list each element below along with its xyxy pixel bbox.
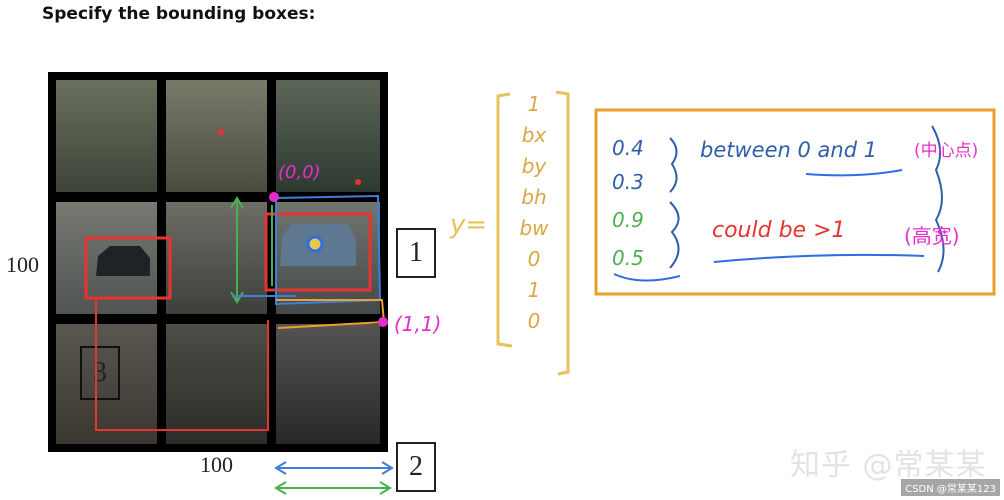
note-value-bw: 0.5 [612, 246, 644, 270]
grid-cell [56, 80, 157, 192]
y-vector-entry: 1 [527, 92, 541, 116]
grid-cell [276, 324, 380, 444]
y-vector: 1 bx by bh bw 0 1 0 [512, 92, 556, 340]
left-car [96, 246, 150, 276]
red-trace [95, 298, 269, 431]
note-could-cn: (高宽) [904, 224, 960, 248]
note-value-by: 0.3 [612, 170, 644, 194]
width-label: 100 [200, 452, 233, 477]
point-top-left [269, 192, 279, 202]
y-vector-entry: 1 [527, 278, 541, 302]
zhihu-watermark: 知乎 @常某某 [790, 448, 987, 483]
point-bottom-right [378, 317, 388, 327]
y-bracket-right [555, 90, 570, 376]
note-could: could be >1 [712, 218, 846, 243]
bottom-right-label: (1,1) [394, 312, 442, 336]
left-car-box [84, 236, 172, 300]
note-between: between 0 and 1 [700, 138, 878, 162]
box-label-2: 2 [396, 442, 436, 492]
grid-cell [166, 80, 267, 192]
y-vector-entry: 0 [527, 247, 541, 271]
y-vector-entry: 0 [527, 309, 541, 333]
notes-box [594, 108, 996, 296]
grid-cell [56, 324, 157, 444]
top-left-label: (0,0) [278, 162, 321, 183]
csdn-watermark: CSDN @常某某123 [901, 479, 1000, 496]
orange-outline [276, 299, 386, 329]
slide-title: Specify the bounding boxes: [42, 4, 316, 24]
grid-cell [166, 324, 267, 444]
center-point [306, 235, 324, 253]
height-label: 100 [6, 252, 39, 277]
box-label-1: 1 [396, 228, 436, 278]
note-value-bh: 0.9 [612, 208, 644, 232]
y-vector-entry: bx [521, 123, 547, 147]
y-bracket-left [496, 92, 513, 348]
right-car-box [264, 212, 372, 292]
y-equals: y= [450, 210, 488, 240]
y-vector-entry: bh [521, 185, 547, 209]
note-between-cn: (中心点) [914, 141, 979, 161]
grid-cell [276, 80, 380, 192]
y-vector-entry: by [521, 154, 547, 178]
note-value-bx: 0.4 [612, 136, 644, 160]
y-vector-entry: bw [519, 216, 549, 240]
